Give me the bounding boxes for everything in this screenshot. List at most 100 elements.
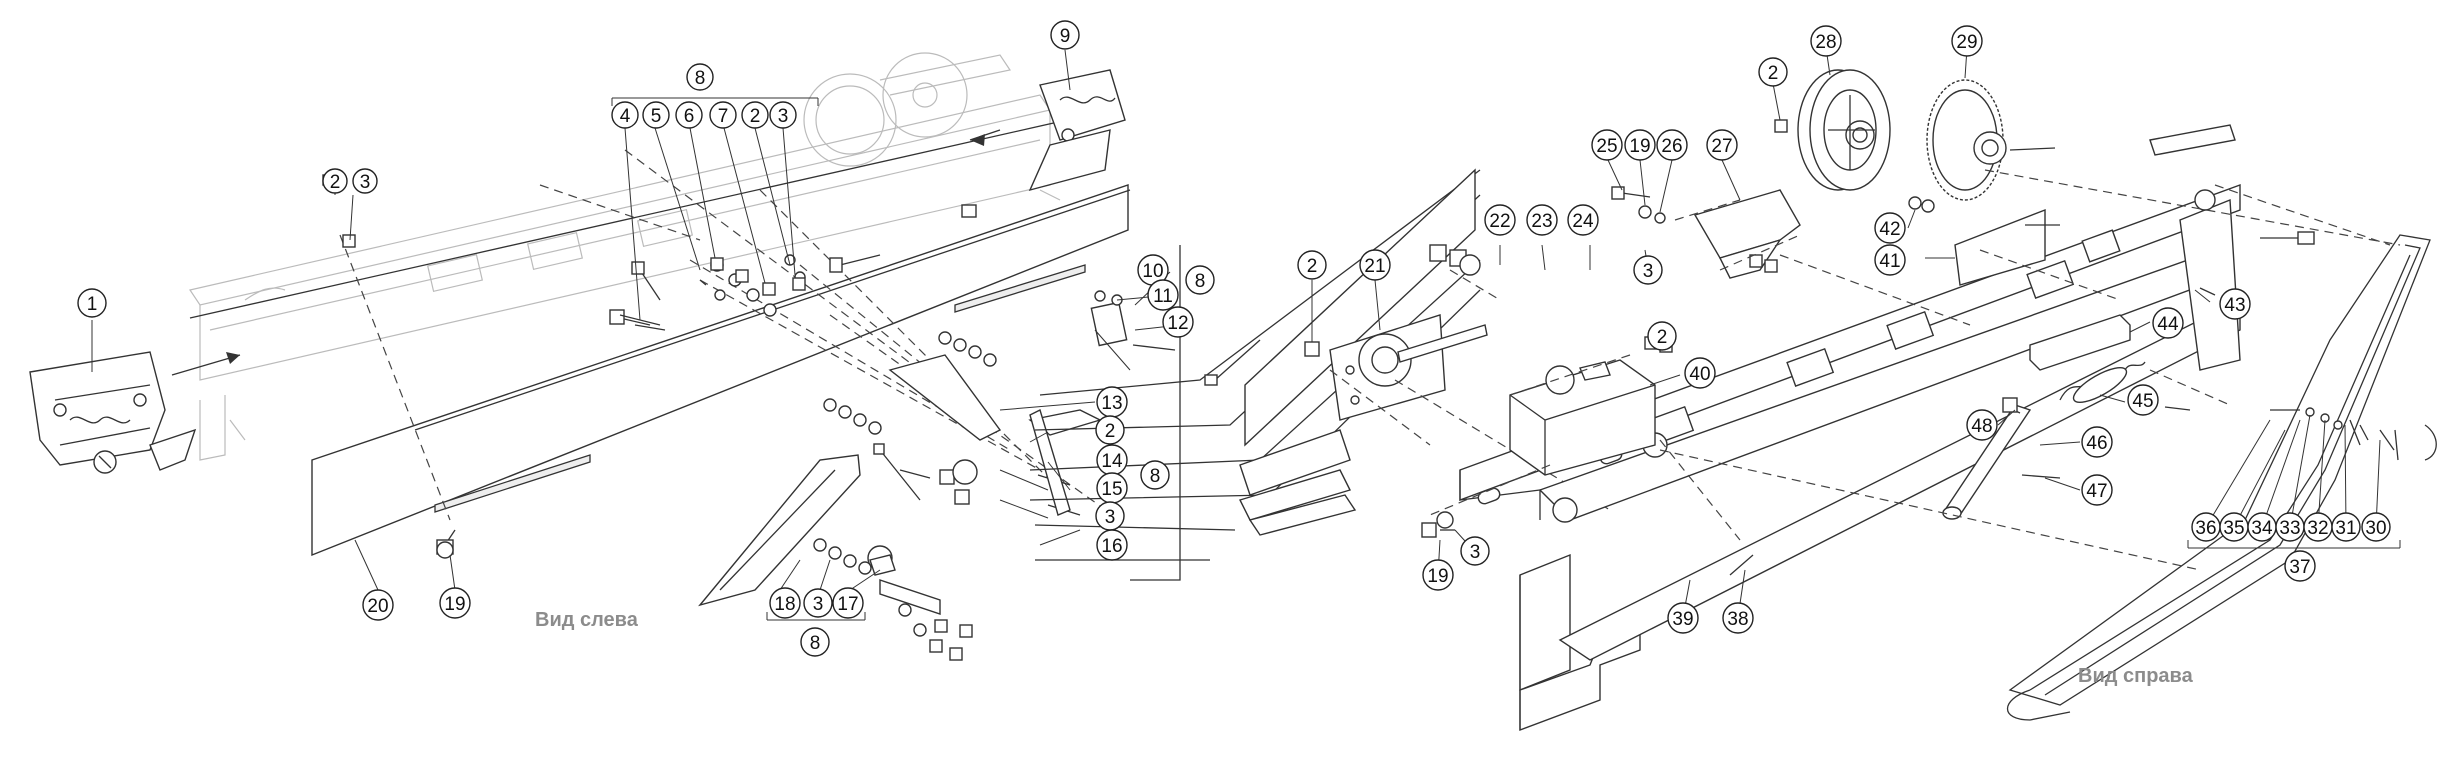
callout-48: 48 — [1966, 409, 1998, 441]
callout-3f: 3 — [1460, 536, 1490, 566]
part-40-cover — [1509, 359, 1656, 476]
svg-text:10: 10 — [1142, 261, 1163, 282]
callout-23: 23 — [1526, 204, 1558, 236]
svg-text:8: 8 — [810, 633, 821, 654]
callout-22: 22 — [1484, 204, 1516, 236]
callout-41: 41 — [1874, 244, 1906, 276]
callout-3a: 3 — [352, 168, 378, 194]
svg-text:3: 3 — [1105, 507, 1116, 528]
svg-text:2: 2 — [1657, 327, 1668, 348]
callout-21: 21 — [1359, 249, 1391, 281]
callout-29: 29 — [1951, 25, 1983, 57]
callout-3d: 3 — [803, 588, 833, 618]
callout-10: 10 — [1137, 254, 1169, 286]
callout-27: 27 — [1706, 129, 1738, 161]
callout-26: 26 — [1656, 129, 1688, 161]
callout-38: 38 — [1722, 602, 1754, 634]
svg-text:42: 42 — [1879, 219, 1900, 240]
svg-text:31: 31 — [2335, 518, 2356, 539]
svg-text:18: 18 — [774, 594, 795, 615]
callout-9: 9 — [1050, 20, 1080, 50]
callout-19b: 19 — [1624, 129, 1656, 161]
callout-2d: 2 — [1297, 250, 1327, 280]
svg-text:34: 34 — [2251, 518, 2273, 539]
callout-2f: 2 — [1647, 321, 1677, 351]
svg-text:19: 19 — [1427, 566, 1448, 587]
svg-text:6: 6 — [684, 106, 695, 127]
left-frame-rail-faded — [189, 52, 1061, 441]
callout-1: 1 — [77, 288, 107, 318]
svg-text:16: 16 — [1101, 536, 1122, 557]
svg-text:27: 27 — [1711, 136, 1732, 157]
svg-text:2: 2 — [1105, 421, 1116, 442]
callout-8-top: 8 — [686, 63, 714, 91]
callout-12: 12 — [1162, 306, 1194, 338]
callout-44: 44 — [2152, 307, 2184, 339]
part-21-bearing-plate — [1329, 314, 1488, 421]
callout-3c: 3 — [1095, 501, 1125, 531]
callout-8c: 8 — [1140, 460, 1170, 490]
svg-text:28: 28 — [1815, 32, 1836, 53]
callout-17: 17 — [832, 587, 864, 619]
fastener-stack-right — [1421, 119, 2437, 576]
svg-text:32: 32 — [2307, 518, 2328, 539]
callout-24: 24 — [1567, 204, 1599, 236]
fastener-stack-left — [322, 174, 1081, 661]
callout-33: 33 — [2275, 512, 2305, 542]
part-41-guard — [1954, 208, 2046, 286]
callout-8b: 8 — [1185, 265, 1215, 295]
callout-2e: 2 — [1758, 57, 1788, 87]
callout-19a: 19 — [439, 587, 471, 619]
part-18-knife-blade — [698, 454, 861, 607]
callout-2a: 2 — [322, 168, 348, 194]
svg-text:33: 33 — [2279, 518, 2300, 539]
part-9-detail — [969, 69, 1126, 192]
part-17-bracket — [867, 545, 941, 615]
svg-text:48: 48 — [1971, 416, 1992, 437]
svg-text:3: 3 — [778, 106, 789, 127]
svg-text:37: 37 — [2289, 557, 2310, 578]
svg-text:39: 39 — [1672, 609, 1693, 630]
svg-text:15: 15 — [1101, 479, 1122, 500]
callout-47: 47 — [2081, 474, 2113, 506]
callout-40: 40 — [1684, 357, 1716, 389]
svg-text:44: 44 — [2157, 314, 2179, 335]
svg-text:45: 45 — [2132, 391, 2153, 412]
svg-text:8: 8 — [1150, 466, 1161, 487]
svg-text:3: 3 — [1470, 542, 1481, 563]
svg-text:21: 21 — [1364, 256, 1385, 277]
part-27-bracket — [1693, 189, 1801, 279]
svg-text:2: 2 — [1307, 256, 1318, 277]
callout-5: 5 — [642, 101, 670, 129]
part-1-tensioner-bracket — [29, 351, 197, 474]
callout-45: 45 — [2127, 384, 2159, 416]
callout-7: 7 — [709, 101, 737, 129]
svg-text:20: 20 — [367, 596, 388, 617]
svg-text:1: 1 — [87, 294, 98, 315]
svg-text:12: 12 — [1167, 313, 1188, 334]
callout-35: 35 — [2219, 512, 2249, 542]
callout-31: 31 — [2331, 512, 2361, 542]
view-label-right: Вид справа — [2078, 665, 2194, 687]
callout-18: 18 — [769, 587, 801, 619]
part-28-pulley — [1797, 69, 1891, 191]
callout-3e: 3 — [1633, 255, 1663, 285]
callout-11: 11 — [1147, 279, 1179, 311]
callout-14: 14 — [1096, 444, 1128, 476]
svg-text:3: 3 — [1643, 261, 1654, 282]
svg-text:13: 13 — [1101, 393, 1122, 414]
lever-assembly — [888, 354, 1102, 516]
callout-39: 39 — [1667, 602, 1699, 634]
svg-text:9: 9 — [1060, 26, 1071, 47]
part-20-guide-plate — [311, 184, 1131, 557]
svg-text:17: 17 — [837, 594, 858, 615]
svg-text:23: 23 — [1531, 211, 1552, 232]
svg-text:3: 3 — [813, 594, 824, 615]
svg-text:29: 29 — [1956, 32, 1977, 53]
callout-4: 4 — [611, 101, 639, 129]
svg-text:19: 19 — [1629, 136, 1650, 157]
part-44-slider — [2029, 314, 2131, 371]
callout-28: 28 — [1810, 25, 1842, 57]
callout-2b: 2 — [741, 101, 769, 129]
